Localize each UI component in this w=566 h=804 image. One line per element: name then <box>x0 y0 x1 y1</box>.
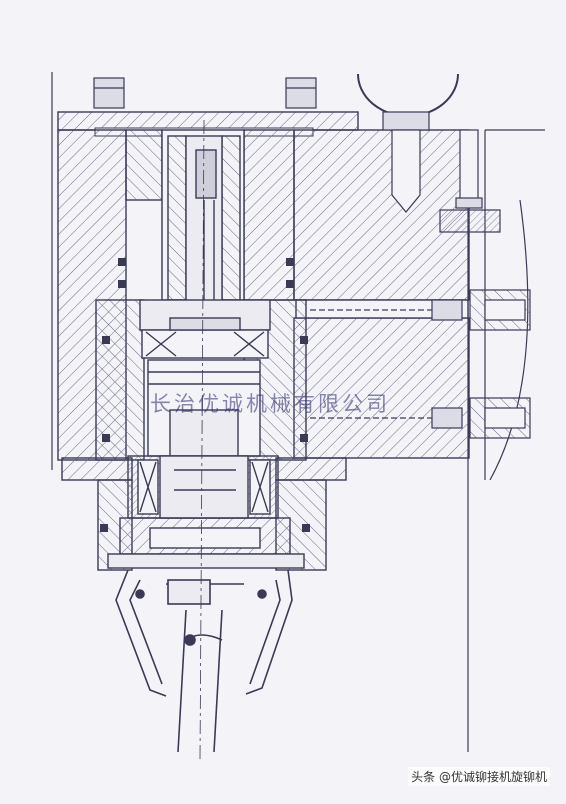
side-blocks <box>439 209 531 439</box>
side-bolts <box>310 299 463 429</box>
lower-assembly <box>127 359 279 519</box>
vertical-screws <box>382 111 483 213</box>
center-line <box>199 119 205 761</box>
gauge-dial <box>357 73 459 117</box>
seals <box>100 258 310 532</box>
bearing-block <box>139 299 271 359</box>
housing-left <box>57 129 163 461</box>
riveting-head <box>115 569 293 753</box>
company-watermark: 长治优诚机械有限公司 <box>150 392 390 416</box>
top-bolts <box>93 77 317 109</box>
top-plate <box>57 111 359 131</box>
source-caption: 头条 @优诚铆接机旋铆机 <box>408 767 550 786</box>
